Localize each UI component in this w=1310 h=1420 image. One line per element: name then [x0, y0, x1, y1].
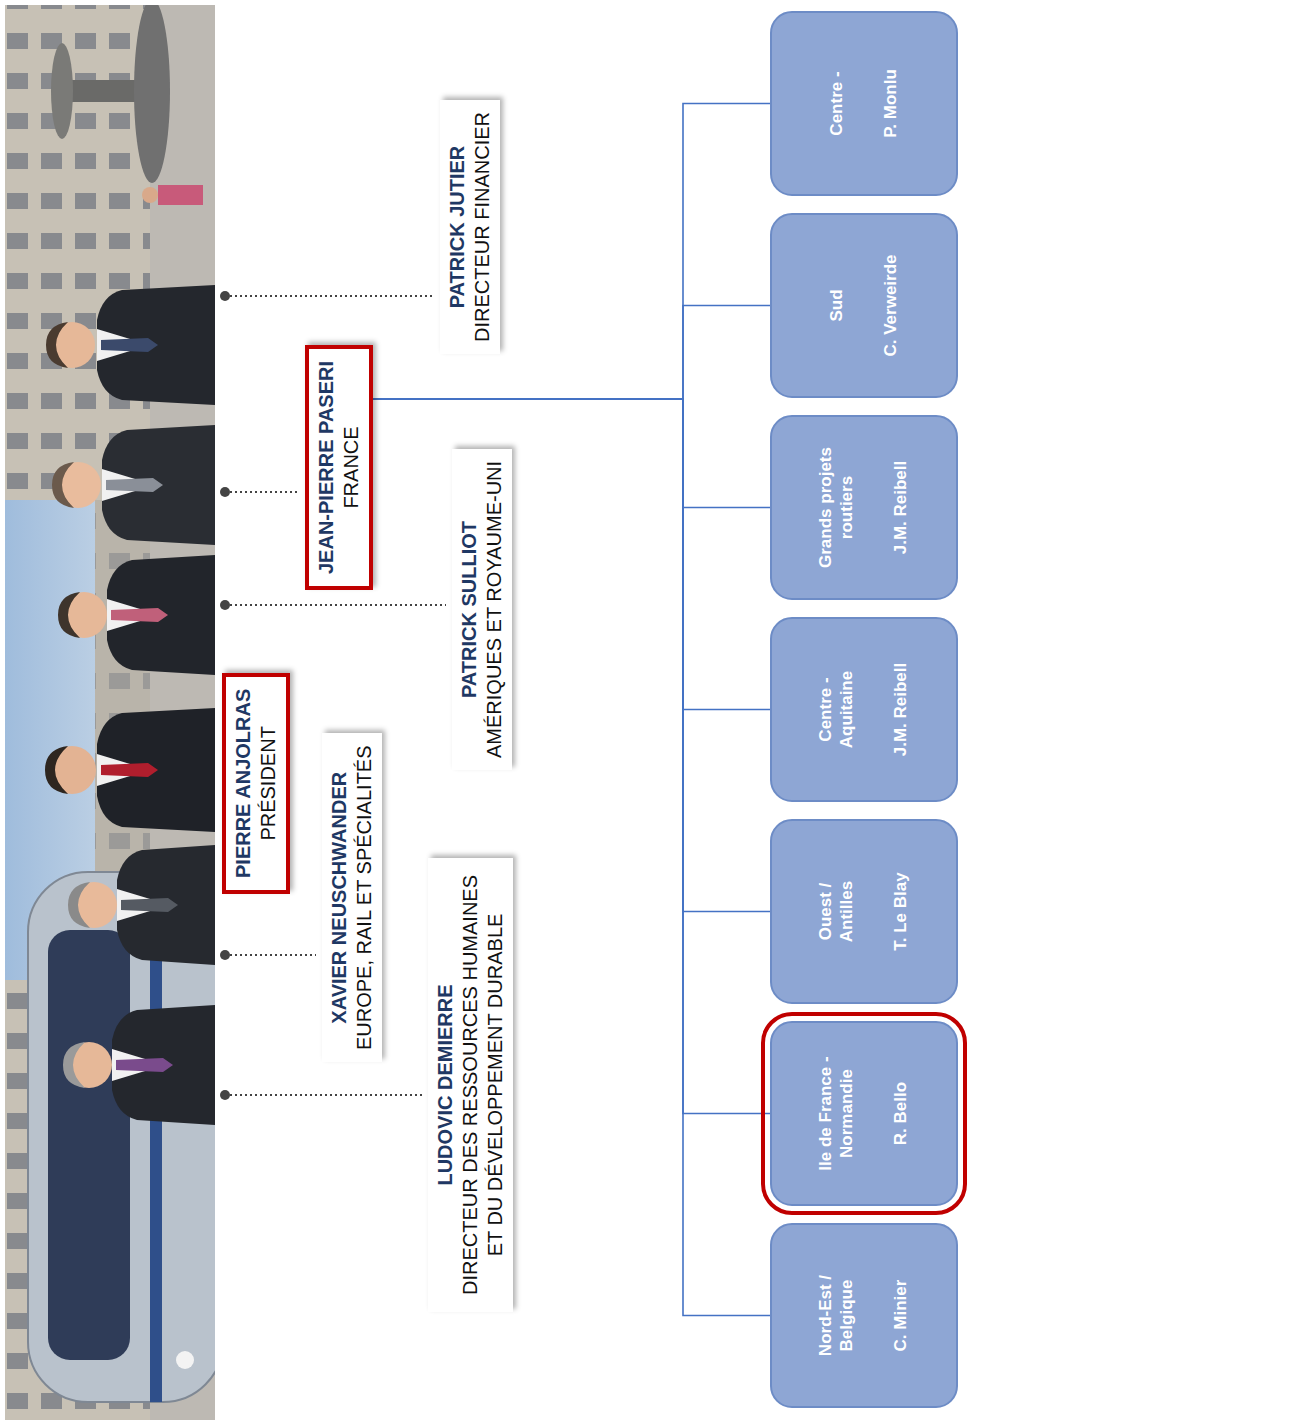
node-heading: Nord-Est / Belgique — [816, 1253, 857, 1378]
node-subtext: FRANCE — [339, 361, 364, 574]
region-box: Nord-Est / Belgique C. Minier — [770, 1223, 958, 1408]
org-connector — [373, 306, 770, 399]
executive-label: JEAN-PIERRE PASERIFRANCE — [305, 345, 373, 590]
building-windows — [5, 5, 150, 500]
leader-line — [225, 954, 316, 956]
leader-dot — [220, 600, 230, 610]
org-connector — [373, 399, 770, 1316]
suit — [117, 845, 215, 965]
node-heading: PATRICK SULLIOT — [457, 461, 482, 758]
node-subtext: DIRECTEUR DES RESSOURCES HUMAINES ET DU … — [458, 870, 508, 1300]
node-subtext: R. Bello — [891, 1082, 911, 1145]
node-heading: JEAN-PIERRE PASERI — [314, 361, 339, 574]
hair — [63, 1042, 85, 1088]
node-heading: XAVIER NEUSCHWANDER — [327, 745, 352, 1050]
executive-label: XAVIER NEUSCHWANDEREUROPE, RAIL ET SPÉCI… — [322, 733, 382, 1062]
node-subtext: J.M. Reibell — [891, 461, 911, 555]
tie — [106, 478, 163, 492]
node-subtext: J.M. Reibell — [891, 663, 911, 757]
node-heading: Ile de France - Normandie — [816, 1051, 857, 1176]
tie — [101, 338, 158, 352]
leader-line — [225, 604, 446, 606]
node-heading: LUDOVIC DEMIERRE — [433, 870, 458, 1300]
org-connector — [373, 399, 770, 912]
node-heading: Centre - — [827, 71, 847, 135]
person — [46, 285, 215, 405]
leader-line — [225, 295, 434, 297]
building — [5, 5, 150, 500]
node-heading: Centre - Aquitaine — [816, 647, 857, 772]
person — [45, 708, 215, 832]
tie — [116, 1058, 173, 1072]
suit — [112, 1005, 215, 1125]
node-heading: Grands projets routiers — [816, 445, 857, 570]
leader-line — [225, 1094, 422, 1096]
leader-dot — [220, 487, 230, 497]
suit — [97, 285, 215, 405]
tie — [121, 898, 178, 912]
hair — [46, 322, 68, 368]
body — [158, 185, 203, 205]
fountain — [51, 5, 170, 183]
leader-dot — [220, 950, 230, 960]
node-heading: PATRICK JUTIER — [445, 112, 470, 342]
node-heading: PIERRE ANJOLRAS — [231, 689, 256, 878]
node-subtext: AMÉRIQUES ET ROYAUME-UNI — [482, 461, 507, 758]
executive-label: PATRICK SULLIOTAMÉRIQUES ET ROYAUME-UNI — [452, 449, 512, 770]
tie — [111, 608, 168, 622]
hair — [58, 592, 80, 638]
node-subtext: PRÉSIDENT — [256, 689, 281, 878]
hair — [45, 746, 68, 794]
head — [142, 187, 158, 203]
person — [52, 425, 215, 545]
hair — [68, 882, 90, 928]
leader-dot — [220, 1090, 230, 1100]
region-box: Ouest / Antilles T. Le Blay — [770, 819, 958, 1004]
org-connector — [373, 399, 770, 710]
org-connector — [373, 399, 770, 508]
node-subtext: T. Le Blay — [891, 872, 911, 950]
node-subtext: C. Verweirde — [881, 254, 901, 356]
tram-windows — [48, 930, 130, 1360]
tie — [101, 763, 158, 777]
pedestrian — [142, 185, 203, 205]
suit — [107, 555, 215, 675]
node-subtext: C. Minier — [891, 1280, 911, 1352]
org-connector — [373, 104, 770, 399]
tram-light — [176, 1351, 194, 1369]
person — [63, 1005, 215, 1125]
hair — [52, 462, 74, 508]
executive-label: LUDOVIC DEMIERREDIRECTEUR DES RESSOURCES… — [428, 858, 513, 1312]
leader-dot — [220, 291, 230, 301]
node-heading: Sud — [827, 289, 847, 321]
region-box: Sud C. Verweirde — [770, 213, 958, 398]
region-box: Ile de France - Normandie R. Bello — [770, 1021, 958, 1206]
suit — [97, 708, 215, 832]
person — [58, 555, 215, 675]
region-box: Grands projets routiers J.M. Reibell — [770, 415, 958, 600]
node-subtext: P. Monlu — [881, 69, 901, 138]
person — [68, 845, 215, 965]
node-heading: Ouest / Antilles — [816, 862, 857, 962]
region-box: Centre - Aquitaine J.M. Reibell — [770, 617, 958, 802]
photo-scene — [5, 5, 215, 1420]
executive-label: PIERRE ANJOLRASPRÉSIDENT — [222, 673, 290, 894]
node-subtext: DIRECTEUR FINANCIER — [470, 112, 495, 342]
suit — [102, 425, 215, 545]
fountain-basin — [51, 43, 73, 139]
leader-line — [225, 491, 299, 493]
region-box: Centre - P. Monlu — [770, 11, 958, 196]
fountain-basin — [134, 5, 170, 183]
node-subtext: EUROPE, RAIL ET SPÉCIALITÉS — [352, 745, 377, 1050]
executive-label: PATRICK JUTIERDIRECTEUR FINANCIER — [440, 100, 500, 354]
